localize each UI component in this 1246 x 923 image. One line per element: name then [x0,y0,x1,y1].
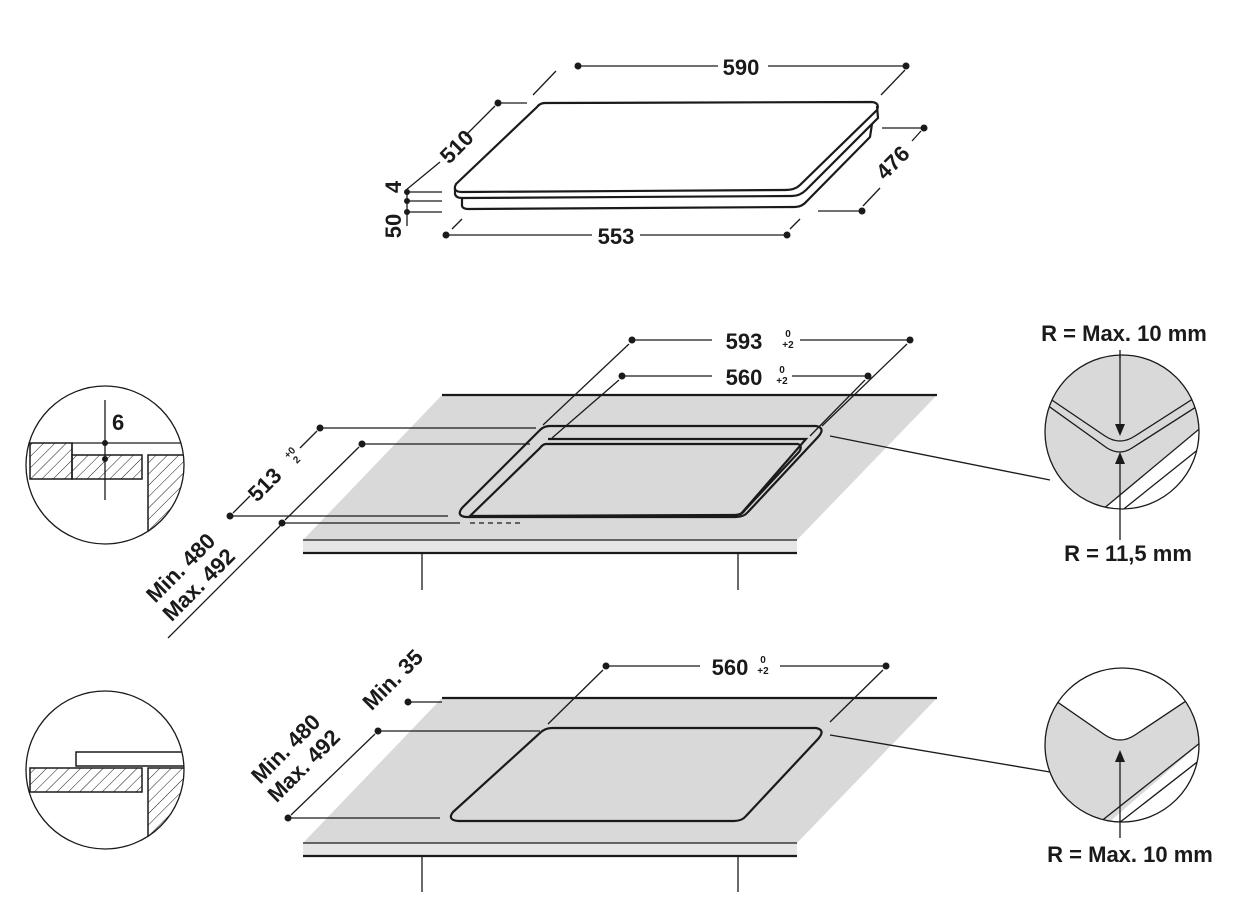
outer-width-tolerance-upper: 0 [785,329,791,340]
hob-depth-label: 510 [435,125,479,169]
recess-depth-label: 6 [112,410,124,435]
flush-cutout-drawing: 593 0 +2 560 0 +2 513 +0 2 Min. 480 Max.… [25,321,1207,639]
standard-corner-detail-circle: R = Max. 10 mm [829,667,1213,867]
outer-depth-label: 513 [243,463,287,507]
hob-bottom-depth-label: 476 [871,141,915,185]
standard-edge-detail-circle [25,690,185,850]
corner-radius-label: R = Max. 10 mm [1047,842,1213,867]
hob-width-label: 590 [723,55,760,80]
outer-width-tolerance-lower: +2 [782,340,794,351]
recess-detail-circle: 6 [25,385,185,545]
standard-cutout-drawing: 560 0 +2 Min. 35 Min. 480 Max. 492 [25,644,1213,892]
cutout-width-tolerance-lower: +2 [757,666,769,677]
cutout-width-label: 560 [712,655,749,680]
cutout-width-tolerance-upper: 0 [760,655,766,666]
inner-width-label: 560 [726,365,763,390]
hob-drawing: 590 510 476 553 4 50 [381,55,928,249]
inner-width-tolerance-upper: 0 [779,365,785,376]
outer-width-label: 593 [726,329,763,354]
hob-bottom-width-label: 553 [598,224,635,249]
glass-thickness-label: 4 [381,180,406,193]
corner-radius-bottom-label: R = 11,5 mm [1064,541,1192,566]
corner-radius-detail-circle: R = Max. 10 mm R = 11,5 mm [829,321,1207,566]
front-min-label: Min. 35 [357,644,427,714]
hob-height-label: 50 [381,214,406,238]
outer-depth-tolerance-lower: 2 [291,454,303,466]
corner-radius-top-label: R = Max. 10 mm [1041,321,1207,346]
inner-width-tolerance-lower: +2 [776,376,788,387]
